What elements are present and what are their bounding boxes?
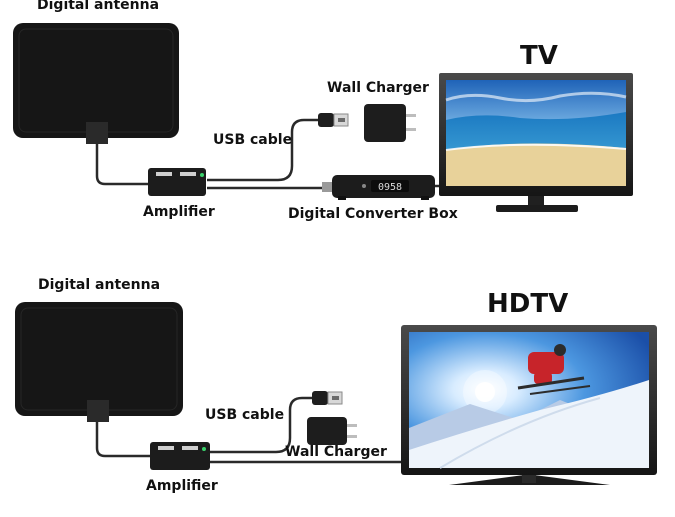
bottom-cables [95,396,403,464]
bottom-wall-charger-label: Wall Charger [285,444,387,460]
bottom-amplifier-icon [150,442,210,470]
top-amplifier-label: Amplifier [143,204,215,220]
bottom-antenna-cable [95,420,150,458]
top-antenna-cable [95,142,148,186]
top-usb-cable-label: USB cable [213,132,293,148]
bottom-usb-plug-icon [312,391,343,405]
top-wall-charger-icon [364,104,416,142]
top-wall-charger-label: Wall Charger [327,80,429,96]
top-cables [95,118,446,190]
bottom-setup [15,302,657,485]
bottom-usb-cable-label: USB cable [205,407,285,423]
top-antenna-label: Digital antenna [37,0,160,13]
top-tv-title: TV [520,41,558,71]
top-converter-display: 0958 [378,182,402,193]
skier-icon [517,344,591,395]
top-tv-icon [439,73,633,212]
bottom-antenna-panel-icon [15,302,183,422]
bottom-antenna-label: Digital antenna [38,277,161,293]
top-converter-box-icon: 0958 [322,175,435,200]
top-antenna-panel-icon [13,23,179,144]
bottom-usb-cable [210,396,312,454]
bottom-hdtv-icon [401,325,657,485]
top-usb-cable [207,118,318,182]
bottom-wall-charger-icon [307,417,357,445]
top-converter-box-label: Digital Converter Box [288,206,458,222]
top-setup: 0958 [13,23,633,212]
bottom-hdtv-title: HDTV [487,289,569,319]
top-usb-plug-icon [318,113,349,127]
bottom-amplifier-label: Amplifier [146,478,218,494]
top-amplifier-icon [148,168,206,196]
